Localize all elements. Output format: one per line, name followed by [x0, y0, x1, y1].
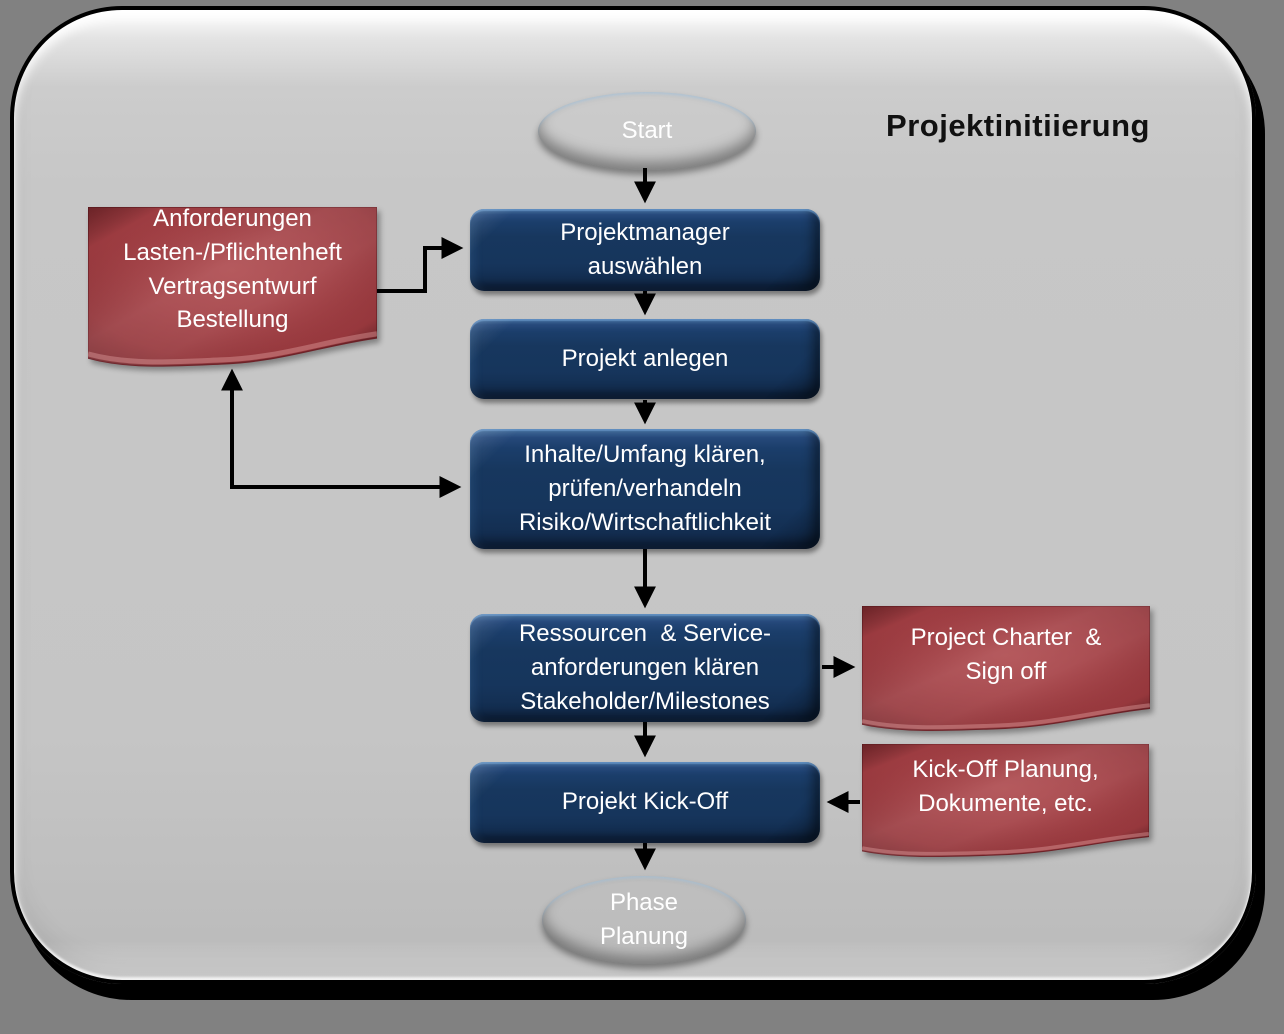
start-terminator: Start: [538, 92, 756, 170]
process-inhalte-umfang-klaeren: Inhalte/Umfang klären, prüfen/verhandeln…: [470, 429, 820, 549]
process-projekt-kick-off: Projekt Kick-Off: [470, 762, 820, 843]
document-anforderungen-label: Anforderungen Lasten-/Pflichtenheft Vert…: [123, 205, 342, 334]
process-projekt-anlegen: Projekt anlegen: [470, 319, 820, 399]
document-project-charter: Project Charter & Sign off: [862, 606, 1150, 732]
document-shape: [88, 207, 377, 367]
document-shape: [862, 744, 1149, 858]
document-shape: [862, 606, 1150, 731]
document-anforderungen: Anforderungen Lasten-/Pflichtenheft Vert…: [88, 205, 377, 368]
document-project-charter-label: Project Charter & Sign off: [910, 624, 1102, 685]
process-ressourcen-serviceanforderungen: Ressourcen & Service- anforderungen klär…: [470, 614, 820, 722]
page-title: Projektinitiierung: [886, 108, 1150, 143]
document-kickoff-planung-label: Kick-Off Planung, Dokumente, etc.: [912, 756, 1099, 817]
process-projektmanager-auswaehlen: Projektmanager auswählen: [470, 209, 820, 291]
document-kickoff-planung: Kick-Off Planung, Dokumente, etc.: [862, 744, 1149, 858]
end-terminator-phase-planung: Phase Planung: [542, 876, 746, 964]
